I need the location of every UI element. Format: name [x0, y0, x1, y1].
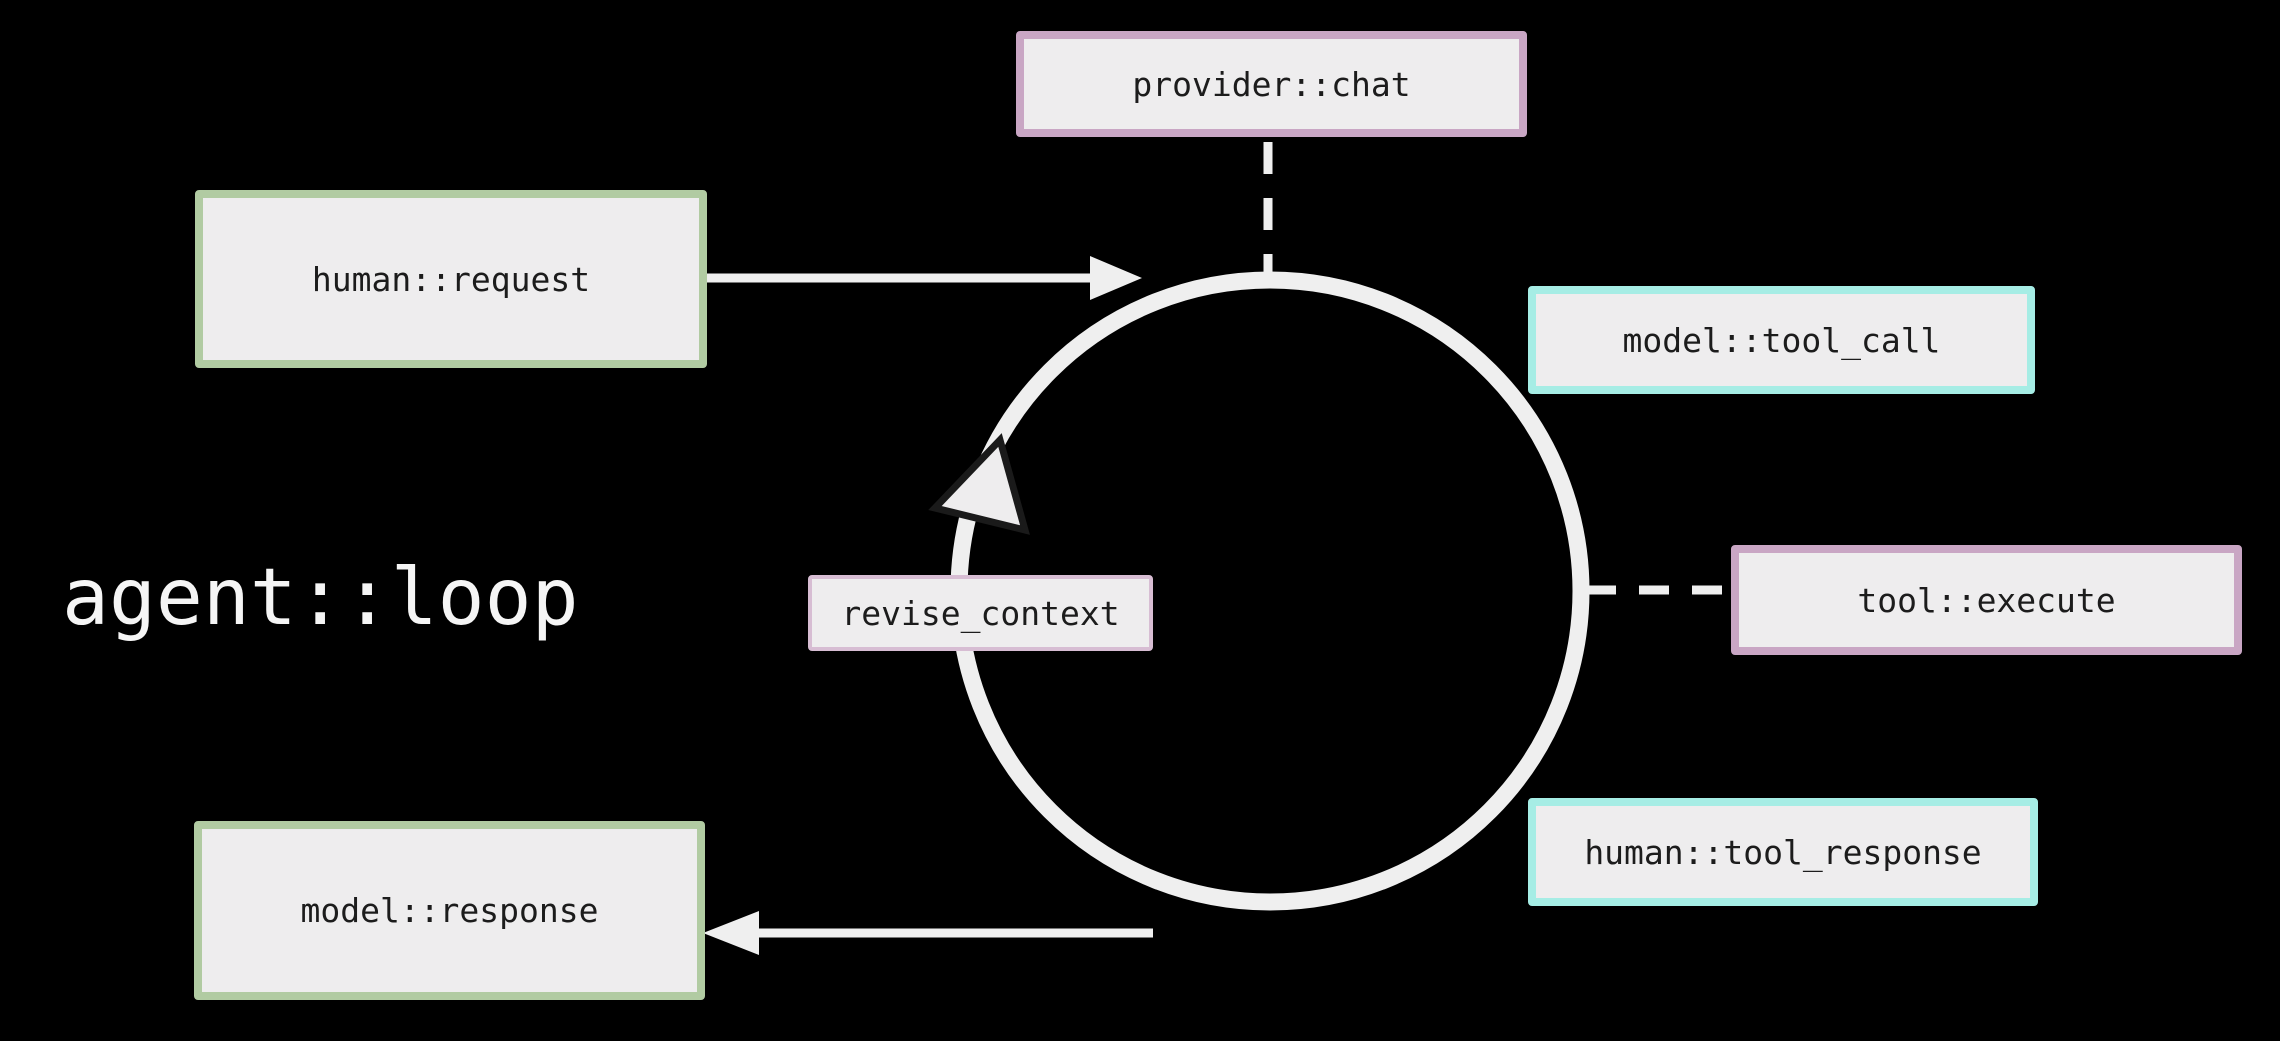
node-tool-execute: tool::execute — [1731, 545, 2242, 655]
node-revise-context-label: revise_context — [841, 593, 1120, 633]
node-tool-execute-label: tool::execute — [1857, 580, 2116, 620]
node-model-response: model::response — [194, 821, 705, 1000]
node-model-tool-call: model::tool_call — [1528, 286, 2035, 394]
node-human-request: human::request — [195, 190, 707, 368]
arrow-model-response-head-icon — [703, 911, 759, 955]
node-revise-context: revise_context — [808, 575, 1153, 651]
node-provider-chat: provider::chat — [1016, 31, 1527, 137]
node-human-tool-response: human::tool_response — [1528, 798, 2038, 906]
node-human-request-label: human::request — [311, 259, 591, 299]
node-model-response-label: model::response — [300, 891, 599, 930]
loop-rotation-arrowhead-icon — [928, 433, 1030, 535]
loop-title: agent::loop — [62, 553, 579, 643]
node-provider-chat-label: provider::chat — [1132, 64, 1411, 104]
node-human-tool-response-label: human::tool_response — [1584, 832, 1982, 872]
arrow-human-request-head-icon — [1090, 256, 1142, 300]
node-model-tool-call-label: model::tool_call — [1622, 320, 1941, 360]
